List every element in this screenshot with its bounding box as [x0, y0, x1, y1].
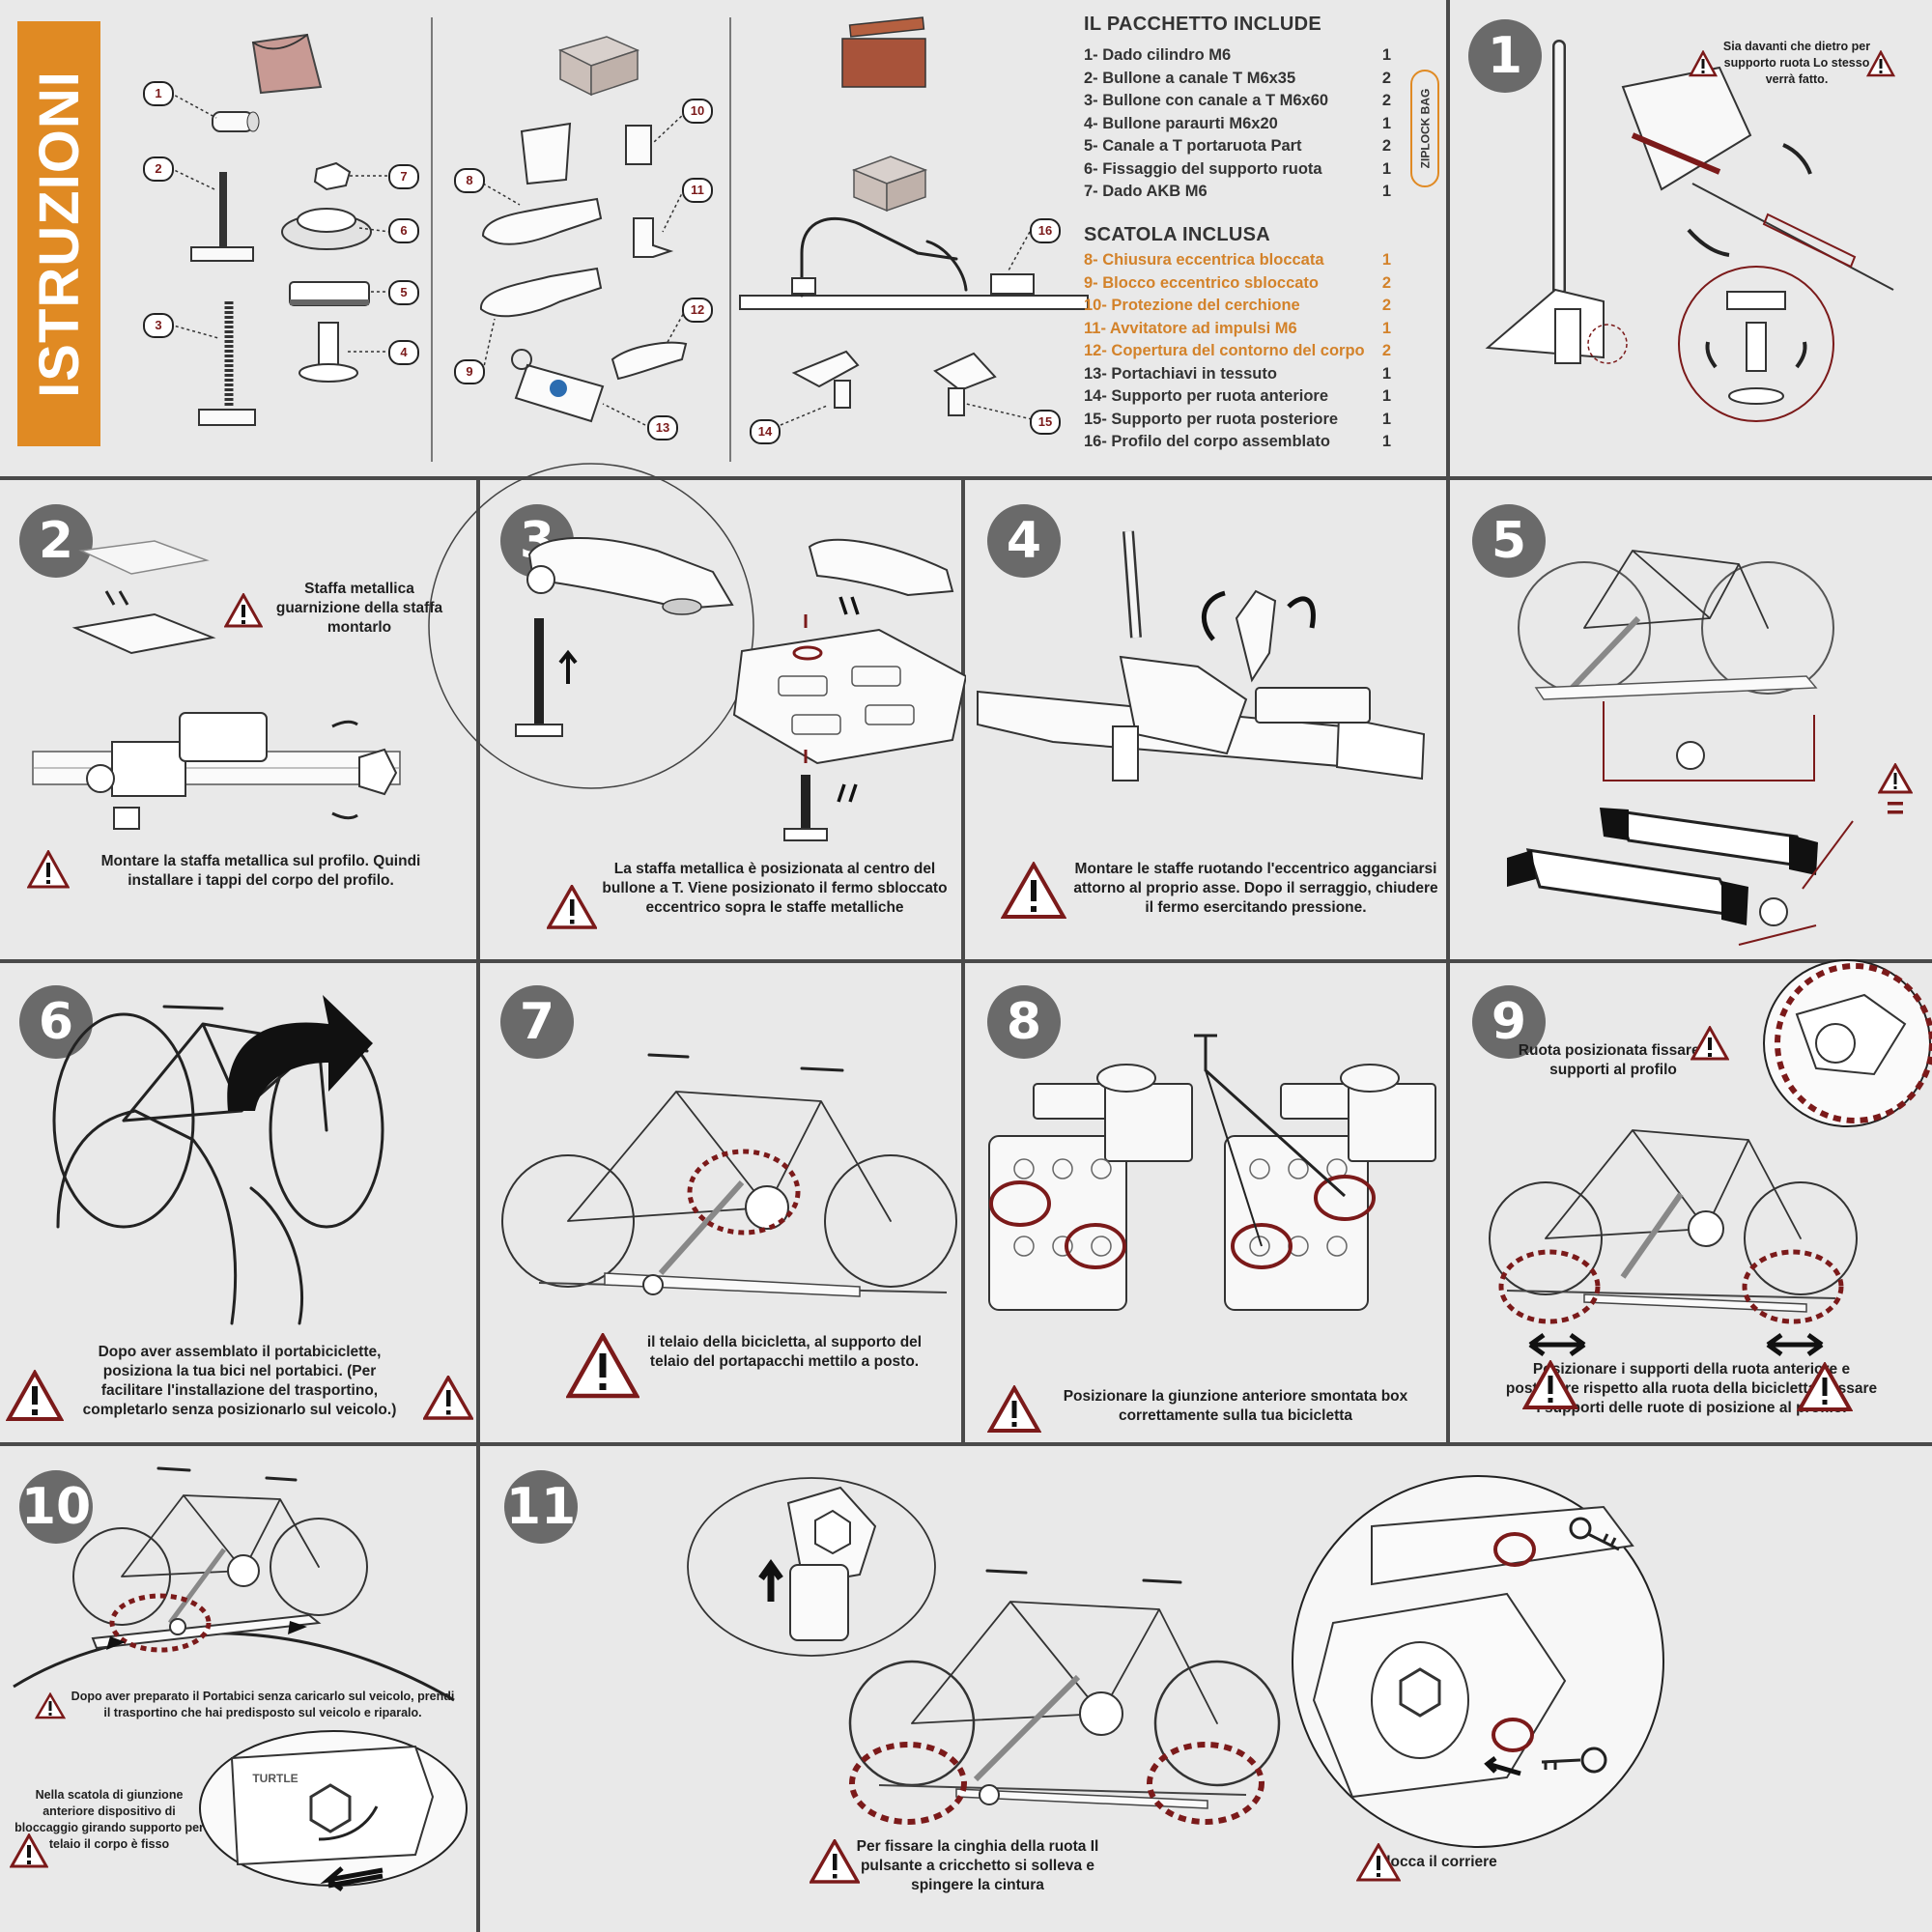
step-8-illustration	[988, 1034, 1436, 1311]
step-9-illustration	[1489, 959, 1932, 1357]
step-11-caption-left: Per fissare la cinghia della ruota Il pu…	[856, 1838, 1099, 1893]
step-4-caption: Montare le staffe ruotando l'eccentrico …	[1073, 861, 1438, 916]
step-10-caption-bottom: Nella scatola di giunzione anteriore dis…	[14, 1788, 204, 1851]
step-5-warning-icon	[1878, 763, 1913, 794]
step-5-illustration	[1507, 550, 1854, 946]
part-label-13: 13	[647, 415, 678, 440]
part-label-3: 3	[143, 313, 174, 338]
step-1-caption: Sia davanti che dietro per supporto ruot…	[1722, 40, 1871, 86]
part-label-7: 7	[388, 164, 419, 189]
step-4-illustration	[977, 530, 1426, 781]
step-10-warning-icon-top	[35, 1692, 66, 1719]
part-label-16: 16	[1030, 218, 1061, 243]
step-8-warning-icon	[987, 1385, 1041, 1433]
step-7-warning-icon	[566, 1333, 639, 1399]
package-heading: IL PACCHETTO INCLUDE	[1084, 14, 1322, 35]
step-6-badge: 6	[19, 985, 93, 1059]
step-9-badge: 9	[1472, 985, 1546, 1059]
step-6-caption: Dopo aver assemblato il portabiciclette,…	[82, 1344, 397, 1418]
part-label-2: 2	[143, 156, 174, 182]
step-2-illustration	[32, 540, 401, 830]
box-heading: SCATOLA INCLUSA	[1084, 224, 1271, 245]
step-5-equal-sign: =	[1886, 790, 1905, 825]
part-label-1: 1	[143, 81, 174, 106]
parts-illustration	[169, 16, 1089, 426]
step-9-warning-icon-top	[1690, 1026, 1729, 1061]
step-10-brand: TURTLE	[252, 1772, 298, 1785]
step-7-badge: 7	[500, 985, 574, 1059]
step-7-illustration	[501, 1053, 957, 1297]
step-1-illustration	[1485, 40, 1894, 422]
instructions-title-banner: ISTRUZIONI	[17, 21, 100, 446]
step-11-warning-icon-left	[810, 1839, 860, 1884]
ziplock-bag-label: ZIPLOCK BAG	[1410, 70, 1439, 187]
step-9-caption-top: Ruota posizionata fissare i supporti al …	[1518, 1042, 1709, 1078]
part-label-4: 4	[388, 340, 419, 365]
part-label-11: 11	[682, 178, 713, 203]
step-9-caption-bottom: Posizionare i supporti della ruota anter…	[1505, 1361, 1878, 1416]
step-9-warning-icon-left	[1522, 1360, 1578, 1409]
step-11-warning-icon-right	[1356, 1843, 1401, 1882]
step-6-warning-icon-left	[6, 1370, 64, 1421]
step-2-warning-icon-top	[224, 593, 263, 628]
step-1-badge: 1	[1468, 19, 1542, 93]
step-3-warning-icon	[547, 885, 597, 929]
part-label-10: 10	[682, 99, 713, 124]
step-6-illustration	[52, 995, 384, 1325]
part-label-15: 15	[1030, 410, 1061, 435]
step-4-warning-icon	[1001, 862, 1066, 919]
step-9-warning-icon-right	[1797, 1362, 1853, 1411]
step-1-warning-icon-right	[1866, 50, 1895, 77]
part-label-8: 8	[454, 168, 485, 193]
step-10-caption-top: Dopo aver preparato il Portabici senza c…	[71, 1690, 455, 1719]
step-3-illustration	[428, 463, 966, 841]
step-7-caption: il telaio della bicicletta, al supporto …	[646, 1334, 923, 1370]
step-6-warning-icon-right	[423, 1376, 473, 1420]
part-label-6: 6	[388, 218, 419, 243]
part-label-5: 5	[388, 280, 419, 305]
step-2-caption-bottom: Montare la staffa metallica sul profilo.…	[100, 853, 421, 889]
step-10-badge: 10	[19, 1470, 93, 1544]
step-2-badge: 2	[19, 504, 93, 578]
step-2-warning-icon-bottom	[27, 850, 70, 889]
step-2-caption-top: Staffa metallica guarnizione della staff…	[275, 581, 443, 636]
part-label-14: 14	[750, 419, 781, 444]
part-label-12: 12	[682, 298, 713, 323]
step-8-caption: Posizionare la giunzione anteriore smont…	[1063, 1388, 1408, 1424]
step-11-caption-right: Blocca il corriere	[1376, 1854, 1497, 1870]
step-4-badge: 4	[987, 504, 1061, 578]
part-label-9: 9	[454, 359, 485, 384]
step-3-caption: La staffa metallica è posizionata al cen…	[602, 861, 948, 916]
step-10-warning-icon-bottom	[10, 1833, 48, 1868]
step-10-illustration	[13, 1466, 468, 1892]
step-1-warning-icon-left	[1689, 50, 1718, 77]
step-8-badge: 8	[987, 985, 1061, 1059]
step-5-badge: 5	[1472, 504, 1546, 578]
step-11-badge: 11	[504, 1470, 578, 1544]
